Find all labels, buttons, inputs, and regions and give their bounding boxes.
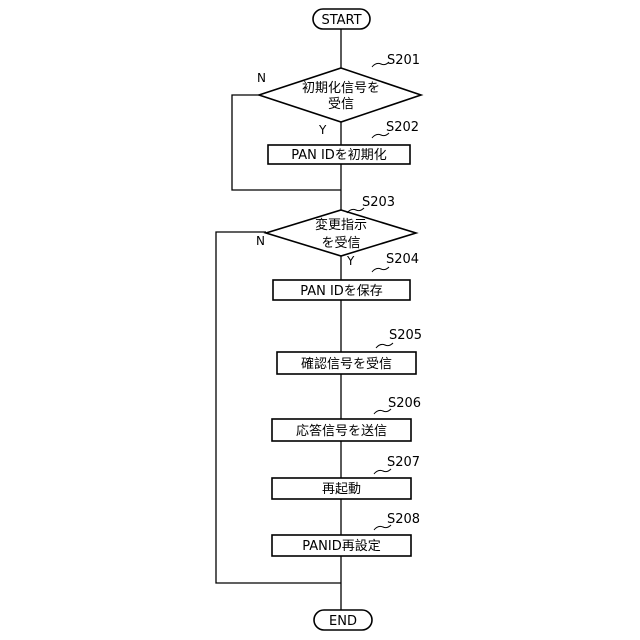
s202-text: PAN IDを初期化 bbox=[291, 148, 387, 163]
s204-text: PAN IDを保存 bbox=[300, 284, 383, 299]
s205-text: 確認信号を受信 bbox=[301, 356, 392, 372]
s207-step-id: S207 bbox=[387, 455, 420, 470]
s201-no-label: N bbox=[257, 71, 266, 85]
process-s202: PAN IDを初期化 S202 bbox=[268, 120, 419, 164]
start-label: START bbox=[321, 13, 361, 28]
s208-text: PANID再設定 bbox=[302, 538, 380, 554]
s207-text: 再起動 bbox=[322, 482, 361, 497]
s203-step-id: S203 bbox=[362, 195, 395, 210]
s201-step-id: S201 bbox=[387, 53, 420, 68]
s203-yes-label: Y bbox=[346, 254, 355, 268]
s202-step-id: S202 bbox=[386, 120, 419, 135]
s203-text-line2: を受信 bbox=[321, 236, 360, 251]
process-s206: 応答信号を送信 S206 bbox=[272, 396, 421, 441]
s203-text-line1: 変更指示 bbox=[315, 217, 367, 233]
s206-step-id: S206 bbox=[388, 396, 421, 411]
s201-text-line2: 受信 bbox=[328, 97, 354, 112]
s205-step-id: S205 bbox=[389, 328, 422, 343]
end-terminal: END bbox=[314, 610, 372, 630]
process-s208: PANID再設定 S208 bbox=[272, 512, 420, 556]
s201-text-line1: 初期化信号を bbox=[302, 81, 380, 96]
s204-step-id: S204 bbox=[386, 252, 419, 267]
start-terminal: START bbox=[313, 9, 370, 29]
s201-yes-label: Y bbox=[318, 123, 327, 137]
s206-text: 応答信号を送信 bbox=[296, 423, 387, 439]
process-s205: 確認信号を受信 S205 bbox=[277, 328, 422, 374]
process-s207: 再起動 S207 bbox=[272, 455, 420, 499]
s203-no-label: N bbox=[256, 234, 265, 248]
s208-step-id: S208 bbox=[387, 512, 420, 527]
end-label: END bbox=[329, 614, 357, 629]
